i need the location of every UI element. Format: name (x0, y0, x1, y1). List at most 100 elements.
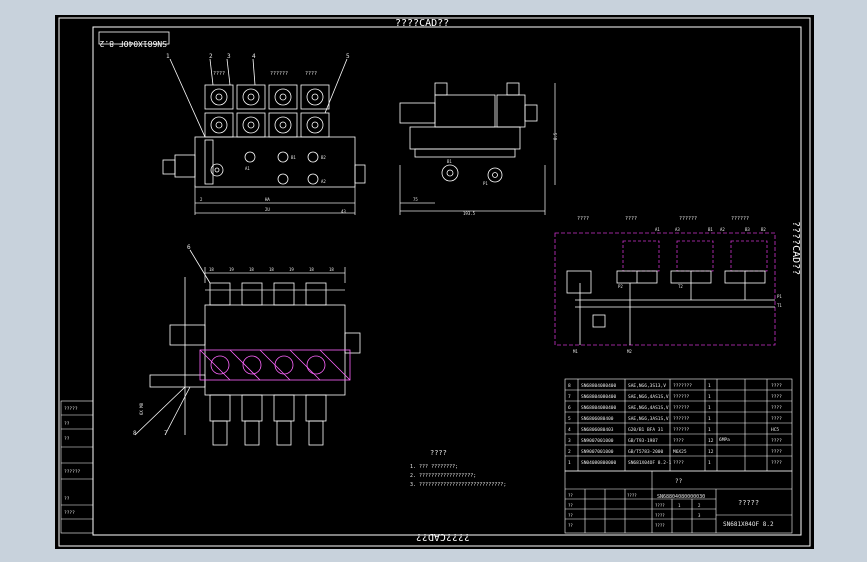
cad-viewport[interactable]: ????CAD?? ????CAD?? ????CAD?? SN681X04OF… (55, 15, 814, 549)
bom-cell-code: SN68804080400 (581, 394, 617, 400)
frame-title-top: ????CAD?? (395, 18, 449, 29)
revision-block (60, 400, 94, 534)
sheet-frame (58, 17, 811, 547)
title-row-left-1: ?? (568, 493, 573, 498)
schem-port-t2: T2 (678, 284, 683, 289)
title-block-labels: ?? SN68804080000030 ????? SN681X04OF 8.2… (568, 478, 774, 528)
bom-cell-code: SN9007001000 (581, 449, 614, 455)
bom-cell-no: 8 (568, 383, 571, 389)
front-view (162, 58, 366, 215)
revision-label-5: ?? (64, 496, 70, 502)
title-scale-2: 2 (698, 503, 701, 508)
bom-cell-spec: G20/B1 BFA 31 (628, 427, 664, 433)
bom-cell-spec: SAE,NG6,3S13,V (628, 383, 666, 389)
title-row-mid-4: ???? (627, 493, 637, 498)
coil-label-2: ?????? (270, 71, 288, 77)
bom-cell-spec: SAE,NG6,3AS1S,V (628, 416, 669, 422)
schem-port-b2: B2 (761, 227, 766, 232)
schem-port-b1: B1 (708, 227, 713, 232)
top-callout-8: 8 (133, 430, 137, 437)
revision-label-6: ???? (64, 510, 75, 516)
hydraulic-schematic (554, 232, 776, 346)
schem-header-2: ???? (625, 216, 637, 222)
bom-cell-qty: 1 (708, 405, 711, 411)
bom-cell-code: SN6806080403 (581, 427, 614, 433)
bom-cell-name: M6X25 (673, 449, 687, 455)
top-side-label: 6X M8 (139, 402, 144, 415)
callout-4: 4 (252, 53, 256, 60)
port-label-a2: A2 (321, 179, 326, 184)
pitch-dim-1: 18 (209, 267, 214, 272)
bom-cell-note: ???? (771, 394, 782, 400)
bom-cell-no: 1 (568, 460, 571, 466)
schem-port-a1: A1 (655, 227, 660, 232)
bom-cell-code: SN6806080400 (581, 416, 614, 422)
title-row-mid-3: ???? (655, 523, 665, 528)
top-callout-7: 7 (164, 430, 168, 437)
bom-cell-spec: GB/T5783-2000 (628, 449, 664, 455)
side-dim-193: 193.5 (463, 211, 476, 216)
side-view (399, 82, 556, 215)
frame-title-side: ????CAD?? (790, 221, 801, 275)
cad-drawing: ????CAD?? ????CAD?? ????CAD?? SN681X04OF… (58, 17, 811, 547)
bom-cell-spec: SAE,NG6,4AS1S,V (628, 394, 669, 400)
callout-3: 3 (227, 53, 231, 60)
bom-cell-name: ?????? (673, 427, 690, 433)
schem-header-4: ?????? (731, 216, 749, 222)
bom-cell-code: SN9007001000 (581, 438, 614, 444)
bom-cell-qty: 12 (708, 438, 714, 444)
title-block (564, 470, 793, 534)
bom-cell-no: 6 (568, 405, 571, 411)
callout-1: 1 (166, 53, 170, 60)
bom-cell-name: ?????? (673, 416, 690, 422)
bom-cell-qty: 1 (708, 460, 711, 466)
coil-label-3: ???? (305, 71, 317, 77)
schem-port-t1: T1 (777, 303, 782, 308)
schem-port-p1: P1 (777, 294, 782, 299)
coil-label-1: ???? (213, 71, 225, 77)
notes-line-1: 1. ??? ????????; (410, 464, 458, 470)
side-port-b1: B1 (447, 159, 452, 164)
bom-cell-note: ???? (771, 460, 782, 466)
bom-cell-qty: 1 (708, 394, 711, 400)
bom-cell-name: ???? (673, 438, 684, 444)
frame-title-bottom: ????CAD?? (416, 531, 470, 542)
bom-pressure-label: 6MPa (719, 437, 730, 443)
bom-cell-no: 7 (568, 394, 571, 400)
schem-port-m1: M1 (573, 349, 578, 354)
port-label-b2: B2 (321, 155, 326, 160)
schematic-labels: ???? ???? ?????? ?????? A1 B1 A2 B2 A3 B… (573, 216, 782, 354)
front-view-labels: 1 2 3 4 5 ???? ?????? ???? A1 B1 A2 B2 H… (166, 53, 350, 214)
schem-port-p2: P2 (618, 284, 623, 289)
port-label-b1: B1 (291, 155, 296, 160)
callout-5: 5 (346, 53, 350, 60)
bom-cell-no: 4 (568, 427, 571, 433)
title-row-mid-2: ???? (655, 513, 665, 518)
schem-port-a3: A3 (675, 227, 680, 232)
bom-cell-qty: 1 (708, 416, 711, 422)
bom-cell-spec: SN681X04OF 8.2-1 (628, 460, 672, 466)
side-dim-85: 8.5 (553, 132, 558, 140)
side-view-labels: B1 P1 75 193.5 8.5 (413, 132, 558, 216)
schem-port-a2: A2 (720, 227, 725, 232)
technical-notes: ???? 1. ??? ????????; 2. ???????????????… (410, 449, 506, 488)
callout-2: 2 (209, 53, 213, 60)
notes-heading: ???? (430, 449, 447, 457)
bom-cell-spec: GB/T93-1987 (628, 438, 658, 444)
bom-cell-qty: 1 (708, 427, 711, 433)
title-scale-1: 1 (678, 503, 681, 508)
side-port-p1: P1 (483, 181, 488, 186)
schem-header-1: ???? (577, 216, 589, 222)
bom-cell-note: ???? (771, 405, 782, 411)
schem-header-3: ?????? (679, 216, 697, 222)
bom-cell-note: ???? (771, 449, 782, 455)
title-row-mid-1: ???? (655, 503, 665, 508)
top-view-labels: 6 8 7 18 19 18 18 19 18 18 6X M8 (133, 244, 334, 437)
bom-cell-note: ???? (771, 383, 782, 389)
bom-cell-no: 2 (568, 449, 571, 455)
bom-cell-spec: SAE,NG6,4AS1S,V (628, 405, 669, 411)
bom-cell-note: ???? (771, 438, 782, 444)
front-dim-2: 2 (200, 197, 203, 202)
pitch-dim-3: 18 (249, 267, 254, 272)
